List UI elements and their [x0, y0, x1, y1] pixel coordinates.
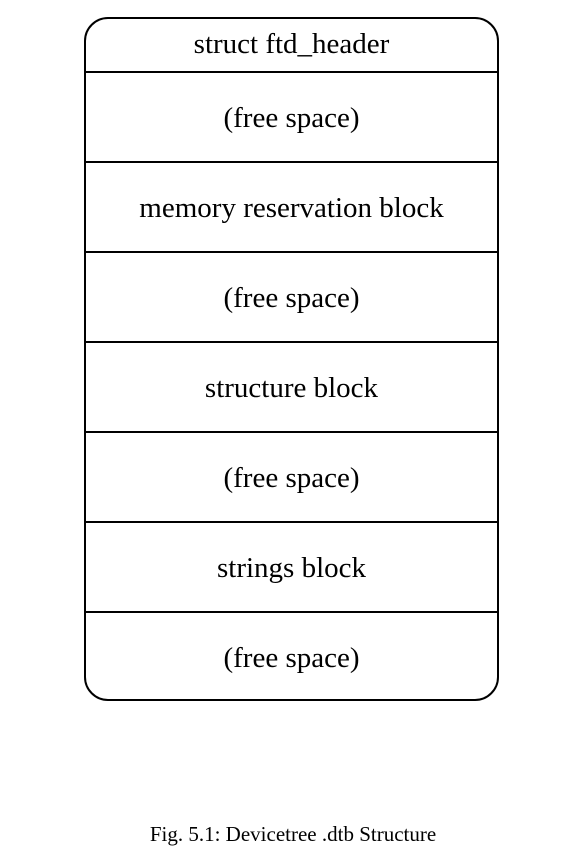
block-label: (free space): [223, 102, 360, 134]
block-ftd-header: struct ftd_header: [86, 19, 497, 73]
block-label: memory reservation block: [139, 192, 444, 224]
figure-caption: Fig. 5.1: Devicetree .dtb Structure: [149, 822, 437, 846]
block-free-space: (free space): [86, 253, 497, 343]
block-structure: structure block: [86, 343, 497, 433]
block-label: (free space): [223, 642, 360, 674]
block-label: strings block: [216, 552, 367, 584]
block-free-space: (free space): [86, 613, 497, 699]
block-memory-reservation: memory reservation block: [86, 163, 497, 253]
block-strings: strings block: [86, 523, 497, 613]
block-free-space: (free space): [86, 433, 497, 523]
block-label: (free space): [223, 282, 360, 314]
block-label: struct ftd_header: [193, 28, 390, 60]
block-label: structure block: [204, 372, 379, 404]
block-free-space: (free space): [86, 73, 497, 163]
block-label: (free space): [223, 462, 360, 494]
dtb-structure-diagram: struct ftd_header (free space) memory re…: [84, 17, 499, 701]
